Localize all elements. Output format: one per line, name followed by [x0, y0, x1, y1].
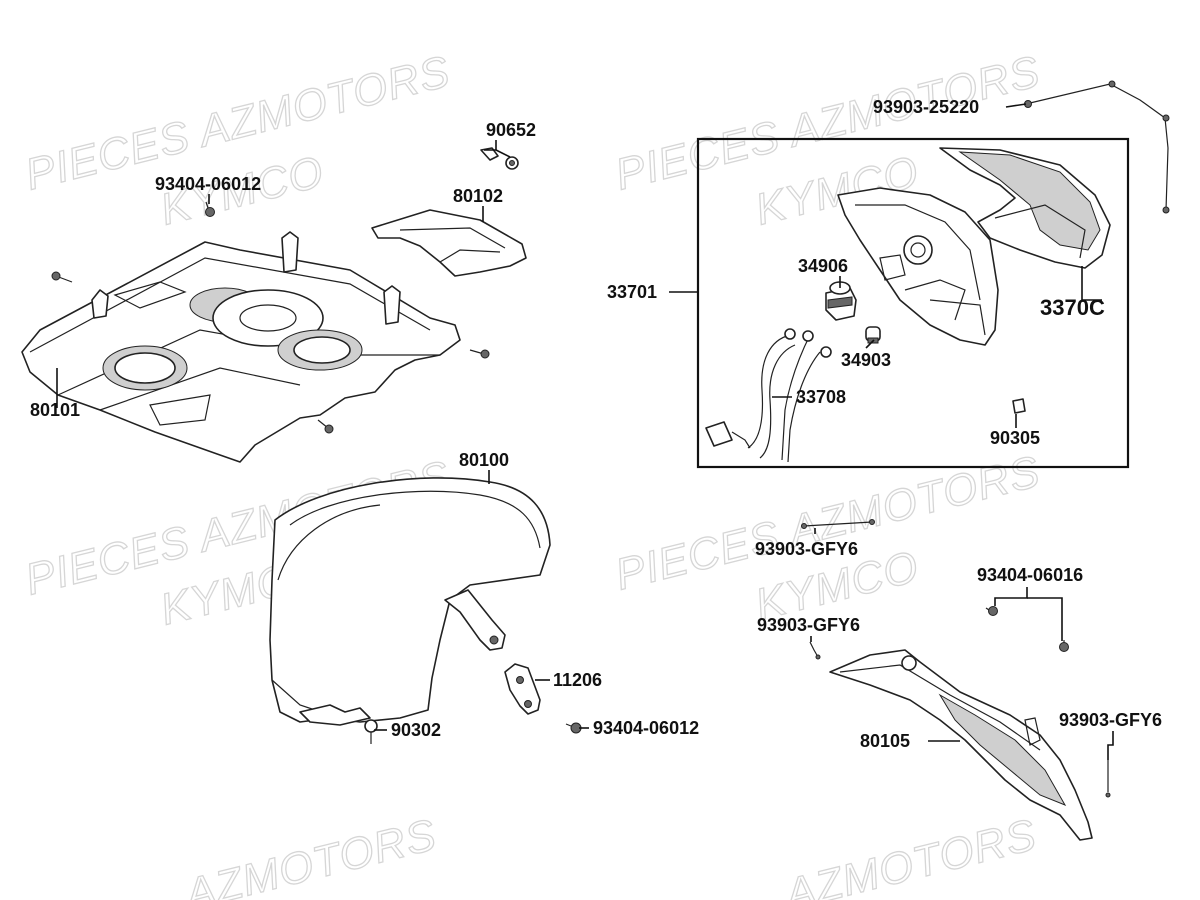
part-label: 90652 — [486, 120, 536, 140]
cable-tie-icon — [809, 641, 821, 660]
taillight-assembly-frame — [696, 137, 1130, 469]
screw-icon — [51, 271, 73, 283]
nut-icon — [364, 719, 378, 744]
watermark-text: AZMOTORS — [178, 810, 442, 900]
part-label: 93903-GFY6 — [757, 615, 860, 635]
part-label: 33701 — [607, 282, 657, 302]
small-cover-drawing — [371, 209, 527, 277]
part-label: 11206 — [553, 670, 602, 690]
bulb-socket-icon — [825, 281, 857, 321]
part-label: 34906 — [798, 256, 848, 276]
clip-icon — [480, 147, 519, 170]
part-labels: 90652 93404-06012 80102 80101 80100 1120… — [30, 97, 1162, 751]
part-label: 93404-06012 — [593, 718, 699, 738]
part-label: 93903-25220 — [873, 97, 979, 117]
wire-harness-drawing — [705, 328, 832, 463]
front-fender-drawing — [269, 477, 551, 726]
part-label: 93903-GFY6 — [755, 539, 858, 559]
cable-tie-icon — [801, 519, 875, 529]
taillight-lens-drawing — [939, 147, 1111, 269]
cable-tie-drawing — [1024, 80, 1170, 214]
rear-cover-drawing — [829, 649, 1093, 841]
leader-lines — [56, 103, 1114, 760]
part-label: 80100 — [459, 450, 509, 470]
under-tray-drawing — [21, 231, 461, 463]
screw-icon — [469, 349, 490, 359]
part-label: 80105 — [860, 731, 910, 751]
screw-icon — [317, 419, 334, 434]
clip-icon — [1012, 398, 1026, 414]
screw-icon — [565, 722, 582, 734]
screw-icon — [1059, 640, 1069, 652]
part-label: 80101 — [30, 400, 80, 420]
part-label: 93404-06012 — [155, 174, 261, 194]
part-label: 90302 — [391, 720, 441, 740]
part-label: 33708 — [796, 387, 846, 407]
watermark-text: AZMOTORS — [778, 810, 1042, 900]
screw-icon — [205, 201, 215, 217]
part-label: 90305 — [990, 428, 1040, 448]
part-label: 93404-06016 — [977, 565, 1083, 585]
part-label: 3370C — [1040, 295, 1105, 320]
bracket-icon — [504, 663, 541, 715]
taillight-housing-drawing — [837, 187, 999, 346]
part-label: 80102 — [453, 186, 503, 206]
part-label: 34903 — [841, 350, 891, 370]
cable-tie-icon — [1105, 760, 1111, 798]
part-label: 93903-GFY6 — [1059, 710, 1162, 730]
screw-icon — [985, 606, 998, 616]
